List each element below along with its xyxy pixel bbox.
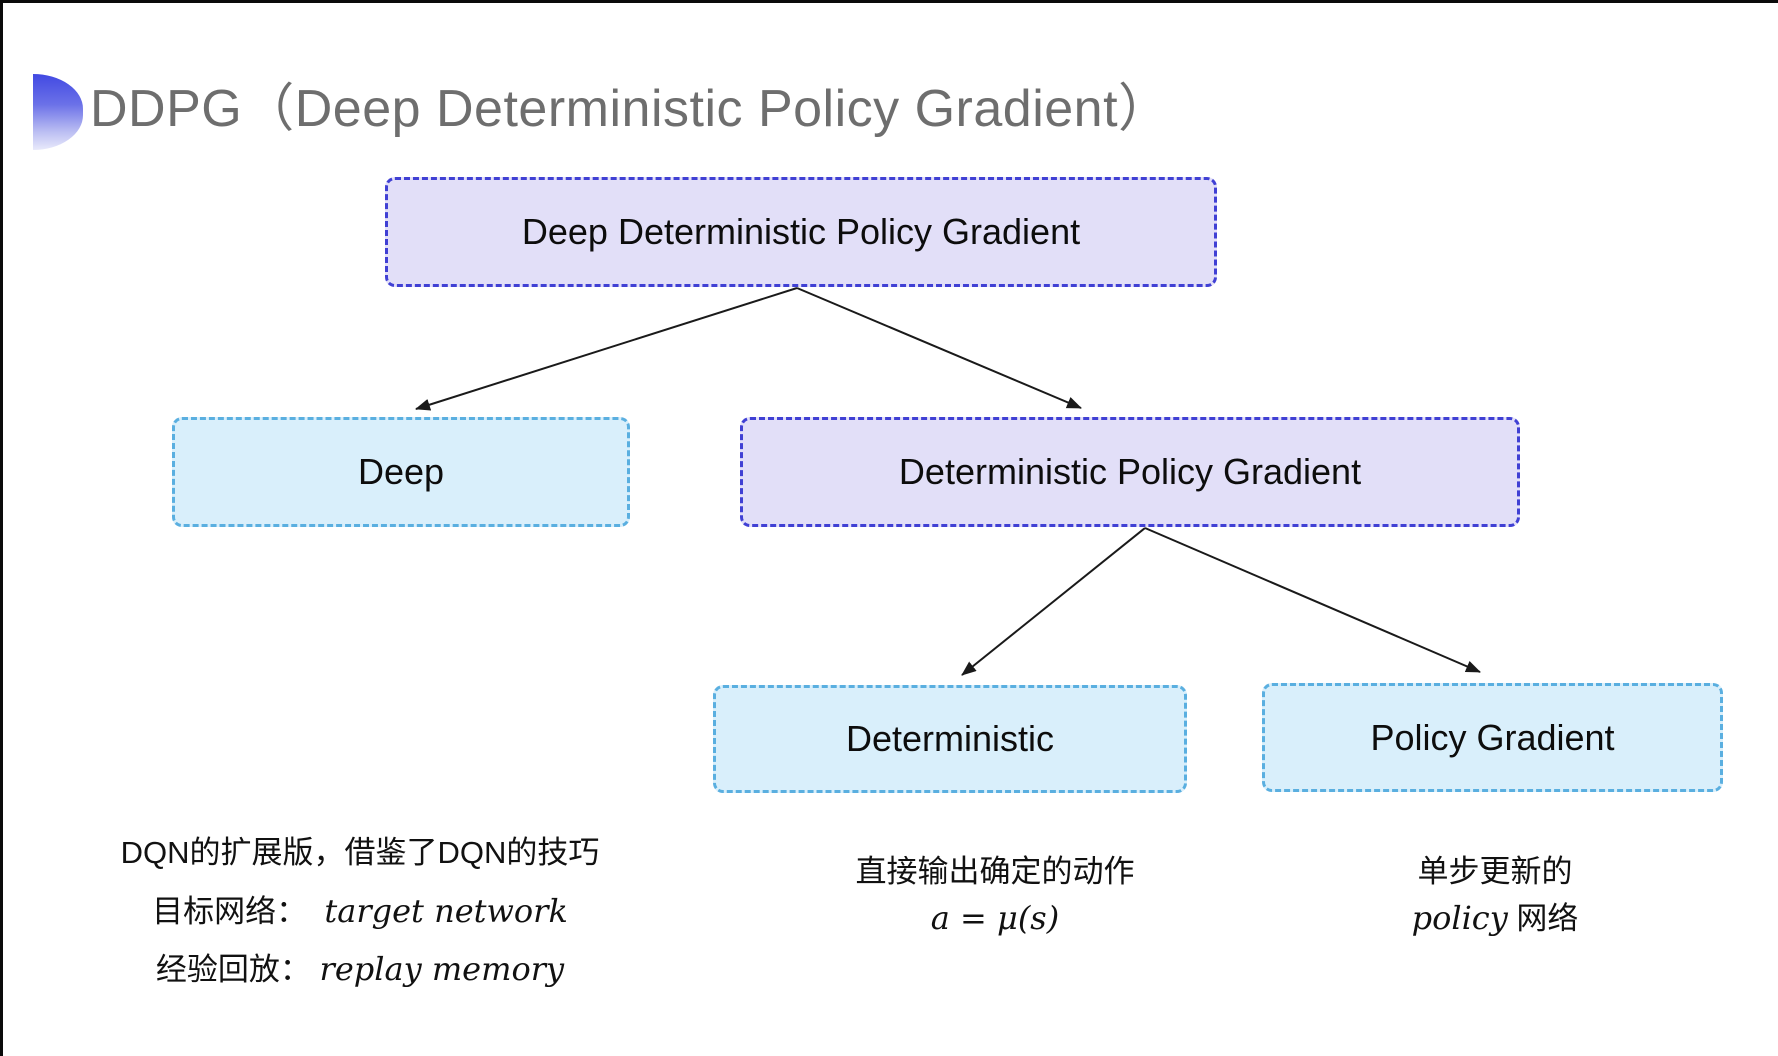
frame-left-edge bbox=[0, 0, 3, 1056]
page-title: DDPG（Deep Deterministic Policy Gradient） bbox=[90, 80, 1171, 138]
note-policy-gradient-line2-rest: 网络 bbox=[1507, 901, 1579, 936]
node-policy-gradient: Policy Gradient bbox=[1262, 683, 1723, 792]
note-deep: DQN的扩展版，借鉴了DQN的技巧 目标网络： target network 经… bbox=[100, 824, 620, 998]
node-label: Policy Gradient bbox=[1370, 716, 1615, 758]
arrow-dpg-to-deterministic bbox=[961, 527, 1146, 676]
note-policy-gradient: 单步更新的 policy 网络 bbox=[1320, 848, 1670, 940]
note-deep-line2-label: 目标网络： bbox=[152, 894, 308, 929]
node-deep: Deep bbox=[172, 417, 630, 527]
note-deterministic: 直接输出确定的动作 a = μ(s) bbox=[760, 848, 1230, 940]
note-deterministic-line1: 直接输出确定的动作 bbox=[855, 854, 1135, 889]
note-deterministic-equation: a = μ(s) bbox=[930, 899, 1060, 937]
note-policy-gradient-line2: policy 网络 bbox=[1320, 896, 1670, 940]
title-bullet-icon bbox=[33, 74, 83, 150]
node-label: Deterministic bbox=[845, 718, 1055, 759]
note-policy-gradient-line2-italic: policy bbox=[1411, 899, 1508, 937]
node-deterministic-policy-gradient: Deterministic Policy Gradient bbox=[740, 417, 1520, 527]
note-policy-gradient-line1: 单步更新的 bbox=[1417, 854, 1573, 889]
note-deep-line2: 目标网络： target network bbox=[100, 882, 620, 940]
note-deep-line3: 经验回放： replay memory bbox=[100, 940, 620, 998]
frame-top-edge bbox=[0, 0, 1778, 3]
arrow-root-to-deep bbox=[415, 287, 798, 411]
node-deterministic: Deterministic bbox=[713, 685, 1187, 793]
arrow-dpg-to-policy-gradient bbox=[1144, 527, 1481, 673]
arrow-root-to-dpg bbox=[796, 287, 1082, 409]
note-deep-line3-label: 经验回放： bbox=[155, 952, 311, 987]
note-deep-line2-value: target network bbox=[324, 892, 568, 930]
note-deep-line3-value: replay memory bbox=[319, 950, 565, 988]
node-deep-deterministic-policy-gradient: Deep Deterministic Policy Gradient bbox=[385, 177, 1217, 287]
node-label: Deterministic Policy Gradient bbox=[898, 451, 1362, 492]
note-deep-line1: DQN的扩展版，借鉴了DQN的技巧 bbox=[120, 835, 600, 870]
node-label: Deep Deterministic Policy Gradient bbox=[521, 211, 1081, 252]
node-label: Deep bbox=[357, 451, 445, 492]
